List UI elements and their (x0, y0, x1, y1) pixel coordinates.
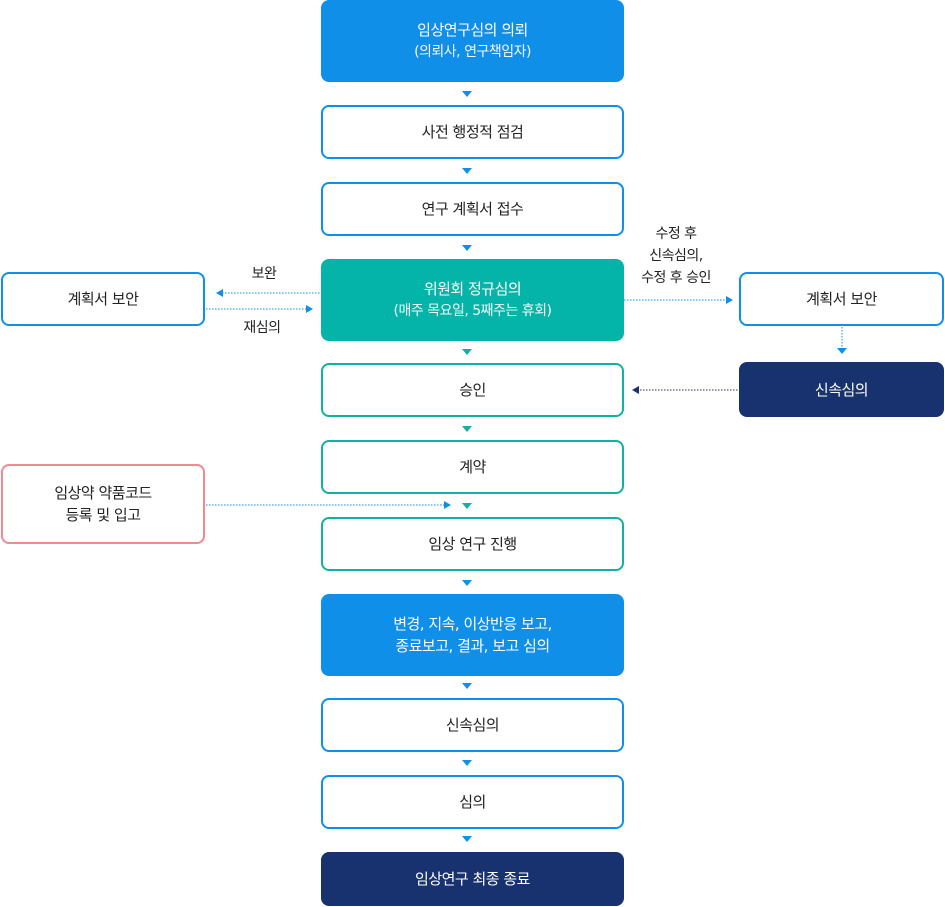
approval-label: 승인 (459, 381, 486, 399)
down-arrow-6 (462, 580, 472, 586)
regular-review-box: 위원회 정규심의 (매주 목요일, 5째주는 휴회) (321, 259, 624, 341)
contract-label: 계약 (459, 458, 486, 476)
drug-code-box: 임상약 약품코드 등록 및 입고 (1, 464, 205, 544)
down-arrow-contract (462, 503, 472, 509)
down-arrow-4 (462, 349, 472, 355)
receipt-label: 연구 계획서 접수 (421, 200, 524, 218)
reports-line2: 종료보고, 결과, 보고 심의 (395, 637, 550, 655)
supplement-arrow (216, 289, 223, 297)
expedited-review-box: 신속심의 (321, 698, 624, 752)
drug-code-line2: 등록 및 입고 (65, 506, 141, 524)
approval-box: 승인 (321, 363, 624, 417)
regular-review-title: 위원회 정규심의 (423, 280, 522, 298)
regular-review-sub: (매주 목요일, 5째주는 휴회) (393, 303, 552, 319)
right-expedited-review-box: 신속심의 (739, 362, 944, 417)
request-box: 임상연구심의 의뢰 (의뢰사, 연구책임자) (321, 0, 624, 82)
drug-code-line1: 임상약 약품코드 (54, 484, 152, 502)
down-arrow-2 (462, 168, 472, 174)
right-note-line2: 신속심의, (649, 248, 703, 264)
right-note: 수정 후 신속심의, 수정 후 승인 (626, 223, 726, 289)
down-arrow-7 (462, 683, 472, 689)
down-arrow-9 (462, 836, 472, 842)
final-end-box: 임상연구 최종 종료 (321, 852, 624, 906)
request-title: 임상연구심의 의뢰 (417, 21, 528, 39)
review-box: 심의 (321, 775, 624, 829)
expedited-review-label: 신속심의 (445, 716, 500, 734)
left-plan-supplement-box: 계획서 보안 (1, 272, 205, 326)
progress-box: 임상 연구 진행 (321, 517, 624, 571)
rereview-label: 재심의 (243, 320, 281, 336)
right-back-arrow (632, 386, 639, 394)
reports-box: 변경, 지속, 이상반응 보고, 종료보고, 결과, 보고 심의 (321, 594, 624, 676)
right-plan-supplement-box: 계획서 보안 (739, 272, 944, 326)
supplement-label: 보완 (251, 266, 277, 282)
down-arrow-3 (462, 245, 472, 251)
progress-label: 임상 연구 진행 (428, 535, 517, 553)
receipt-box: 연구 계획서 접수 (321, 182, 624, 236)
right-note-line1: 수정 후 (655, 226, 697, 242)
pre-check-label: 사전 행정적 점검 (421, 123, 524, 141)
right-down-arrow (837, 348, 847, 354)
right-plan-supplement-label: 계획서 보안 (806, 290, 877, 308)
rereview-arrow (306, 305, 313, 313)
reports-line1: 변경, 지속, 이상반응 보고, (393, 615, 552, 633)
down-arrow-5 (462, 426, 472, 432)
request-sub: (의뢰사, 연구책임자) (414, 44, 531, 60)
right-expedited-review-label: 신속심의 (814, 380, 869, 399)
final-end-label: 임상연구 최종 종료 (415, 870, 530, 888)
right-revise-arrow (726, 296, 733, 304)
contract-box: 계약 (321, 440, 624, 494)
pre-check-box: 사전 행정적 점검 (321, 105, 624, 159)
down-arrow-8 (462, 760, 472, 766)
review-label: 심의 (459, 793, 486, 811)
right-note-line3: 수정 후 승인 (641, 270, 711, 286)
drug-code-arrow (444, 501, 451, 509)
left-plan-supplement-label: 계획서 보안 (67, 290, 139, 308)
down-arrow-1 (462, 91, 472, 97)
